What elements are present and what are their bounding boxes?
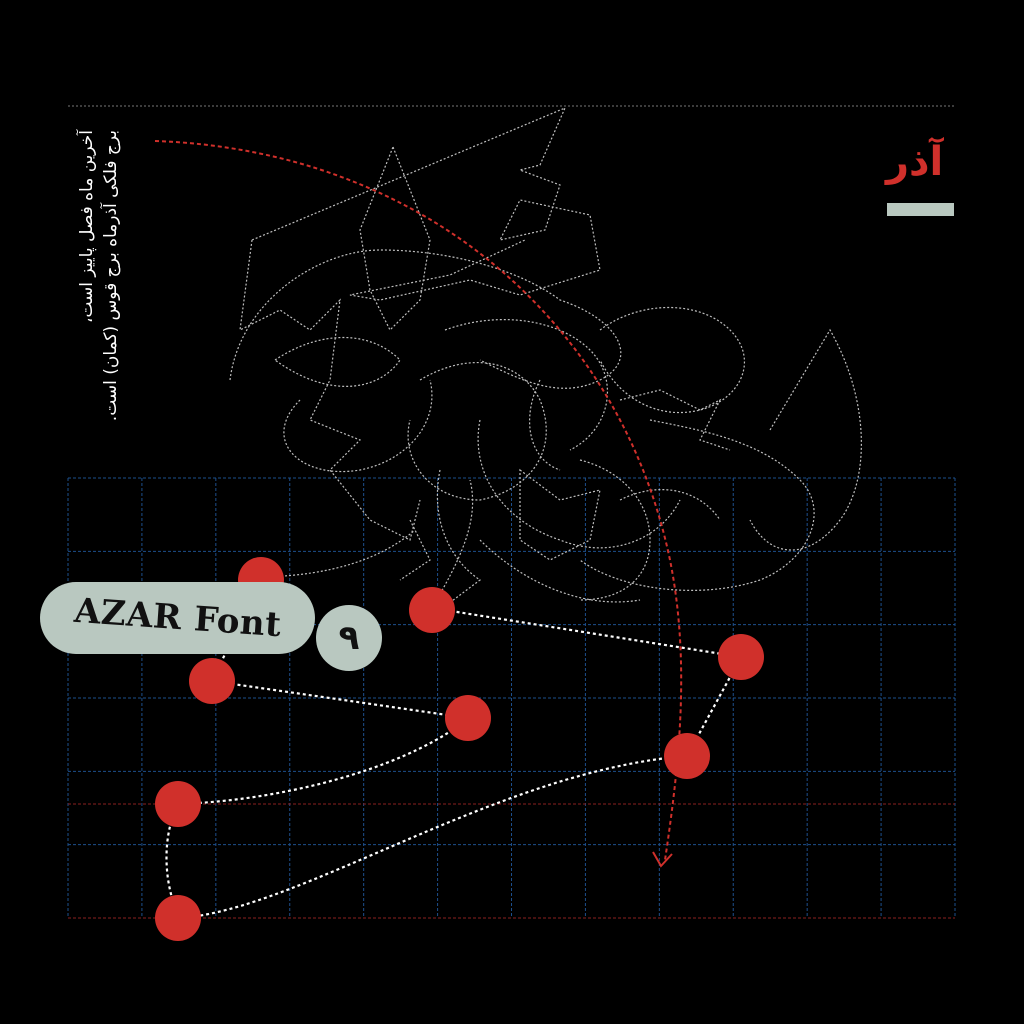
- month-number: ۹: [338, 618, 360, 658]
- letter-outline: [229, 106, 862, 611]
- red-arc-arrowhead: [652, 851, 673, 868]
- description-line-1: آخرین ماه فصل پاییز است،: [77, 130, 97, 324]
- title-underline: [887, 203, 954, 216]
- node-circle: [664, 733, 710, 779]
- page-title: آذر: [886, 139, 944, 185]
- font-label: AZAR Font: [72, 590, 283, 646]
- description-line-2: برج فلکی آذرماه برج قوس (کمان) است.: [101, 130, 121, 422]
- month-number-badge: ۹: [316, 605, 382, 671]
- font-label-pill: AZAR Font: [40, 582, 315, 654]
- node-circle: [189, 658, 235, 704]
- red-arc: [154, 140, 683, 861]
- node-circle: [155, 781, 201, 827]
- node-circle: [445, 695, 491, 741]
- node-circle: [718, 634, 764, 680]
- stroke-path: [165, 579, 743, 920]
- node-circle: [155, 895, 201, 941]
- node-circle: [409, 587, 455, 633]
